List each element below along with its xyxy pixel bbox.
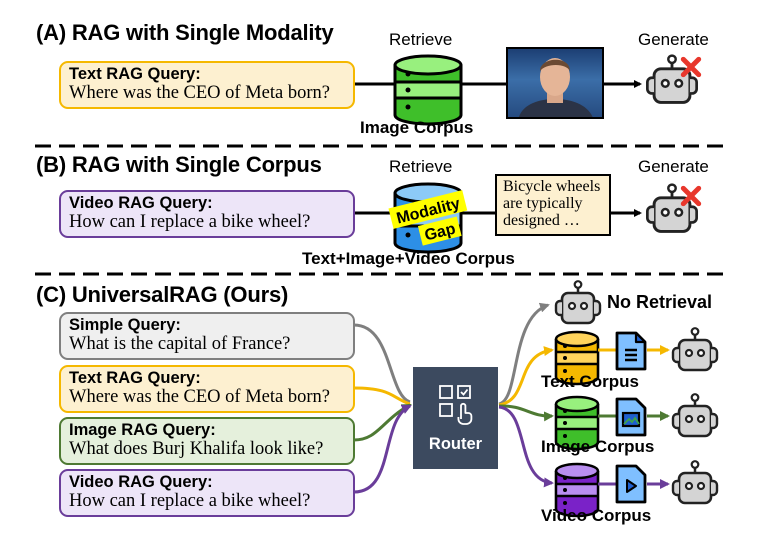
router-select-icon (439, 385, 473, 425)
route-curve-no-retrieval-out (498, 302, 550, 406)
retrieved-text-snippet: Bicycle wheels are typically designed … (495, 174, 611, 236)
section-a-corpus-label: Image Corpus (360, 118, 474, 137)
text-document-icon (615, 331, 647, 371)
query-type: Text RAG Query: (69, 65, 201, 83)
section-b-generate-label: Generate (638, 157, 709, 176)
query-card-simple: Simple Query: What is the capital of Fra… (59, 312, 355, 360)
route-curve-image-out (498, 404, 554, 422)
section-b-corpus-label: Text+Image+Video Corpus (302, 249, 515, 268)
video-document-icon (615, 464, 647, 504)
route-curve-video-out (498, 405, 554, 488)
query-card-video: Video RAG Query: How can I replace a bik… (59, 469, 355, 517)
query-card-image: Image RAG Query: What does Burj Khalifa … (59, 417, 355, 465)
route-curve-video-in (353, 404, 412, 494)
query-type: Simple Query: (69, 316, 181, 334)
section-b-query-card: Video RAG Query: How can I replace a bik… (59, 190, 355, 238)
snippet-line: designed … (503, 212, 580, 229)
video-corpus-database-icon (554, 462, 600, 518)
retrieved-person-photo (506, 47, 604, 119)
section-c-title: (C) UniversalRAG (Ours) (36, 282, 289, 307)
query-text: Where was the CEO of Meta born? (69, 83, 330, 103)
query-type: Video RAG Query: (69, 473, 213, 491)
text-corpus-database-icon (554, 330, 600, 386)
query-card-text: Text RAG Query: Where was the CEO of Met… (59, 365, 355, 413)
query-type: Image RAG Query: (69, 421, 216, 439)
query-text: What is the capital of France? (69, 334, 291, 354)
route-curve-text-out (498, 346, 554, 407)
route-label-video-corpus: Video Corpus (541, 506, 652, 525)
failure-cross-icon-b (683, 188, 698, 203)
route-label-image-corpus: Image Corpus (541, 437, 655, 456)
failure-cross-icon-a (683, 59, 698, 74)
query-text: What does Burj Khalifa look like? (69, 439, 324, 459)
query-text: How can I replace a bike wheel? (69, 212, 311, 232)
section-b-title: (B) RAG with Single Corpus (36, 152, 322, 177)
snippet-line: are typically (503, 195, 583, 212)
router-box: Router (413, 367, 498, 469)
no-retrieval-robot-icon (554, 280, 602, 325)
text-generator-robot-icon (671, 327, 719, 372)
query-type: Text RAG Query: (69, 369, 201, 387)
route-label-text-corpus: Text Corpus (541, 372, 639, 391)
video-generator-robot-icon (671, 460, 719, 505)
image-generator-robot-icon (671, 393, 719, 438)
section-a-generate-label: Generate (638, 30, 709, 49)
route-curve-image-in (353, 403, 412, 442)
image-document-icon (615, 397, 647, 437)
image-corpus-database-icon (393, 54, 463, 126)
section-b-retrieve-label: Retrieve (389, 157, 453, 176)
route-curve-simple-in (353, 323, 411, 404)
query-text: Where was the CEO of Meta born? (69, 387, 330, 407)
snippet-line: Bicycle wheels (503, 178, 601, 195)
image-corpus-database-icon-c (554, 395, 600, 451)
query-text: How can I replace a bike wheel? (69, 491, 311, 511)
route-label-no-retrieval: No Retrieval (607, 292, 713, 312)
query-type: Video RAG Query: (69, 194, 213, 212)
section-a-query-card: Text RAG Query: Where was the CEO of Met… (59, 61, 355, 109)
router-label: Router (428, 435, 483, 453)
section-a-title: (A) RAG with Single Modality (36, 20, 334, 45)
route-curve-text-in (353, 386, 411, 406)
section-a-retrieve-label: Retrieve (389, 30, 453, 49)
